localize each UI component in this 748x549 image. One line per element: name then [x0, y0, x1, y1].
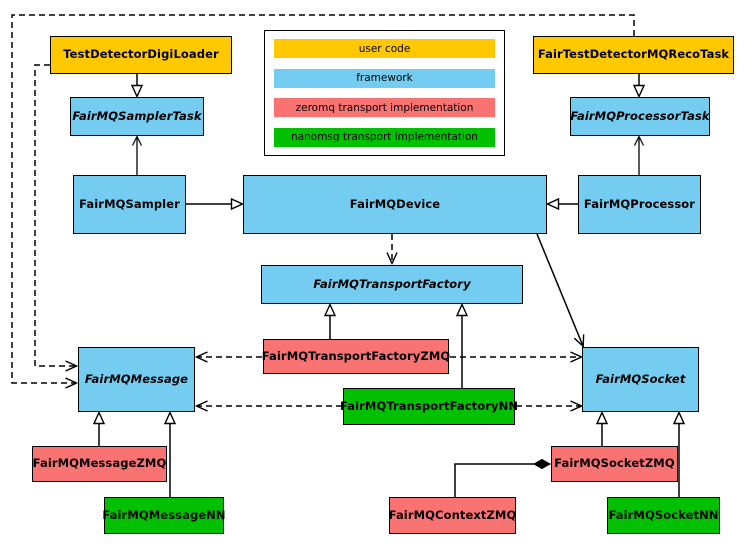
- class-label: TestDetectorDigiLoader: [63, 47, 219, 62]
- class-label: FairMQMessageNN: [102, 507, 226, 522]
- class-box-fairmqsocketzmq[interactable]: FairMQSocketZMQ: [551, 446, 678, 482]
- class-label: FairMQSampler: [79, 196, 180, 211]
- class-box-fairmqprocessor[interactable]: FairMQProcessor: [578, 175, 701, 234]
- legend-label: framework: [356, 72, 413, 85]
- class-box-fairmqmessagenn[interactable]: FairMQMessageNN: [102, 497, 226, 534]
- class-label: FairMQContextZMQ: [388, 507, 517, 522]
- edge-device-socket: [536, 233, 583, 346]
- class-label: FairMQSocket: [595, 371, 686, 386]
- legend-label: nanomsg transport implementation: [291, 131, 478, 144]
- class-box-fairtestdetectormqrecotask[interactable]: FairTestDetectorMQRecoTask: [533, 36, 734, 74]
- class-box-fairmqtransportfactory[interactable]: FairMQTransportFactory: [261, 265, 523, 304]
- class-label: FairMQProcessor: [583, 196, 696, 211]
- legend-item-framework: framework: [274, 68, 495, 88]
- class-box-fairmqtransportfactoryzmq[interactable]: FairMQTransportFactoryZMQ: [261, 339, 451, 374]
- class-label: FairMQSocketZMQ: [554, 456, 675, 471]
- class-label: FairTestDetectorMQRecoTask: [537, 47, 730, 62]
- legend-label: user code: [358, 42, 411, 55]
- class-label: FairMQTransportFactoryZMQ: [261, 348, 451, 363]
- class-label: FairMQProcessorTask: [570, 108, 710, 123]
- class-label: FairMQSamplerTask: [72, 108, 202, 123]
- class-box-fairmqsocket[interactable]: FairMQSocket: [582, 347, 699, 412]
- class-box-fairmqmessage[interactable]: FairMQMessage: [78, 347, 195, 412]
- class-label: FairMQTransportFactory: [313, 276, 471, 291]
- class-label: FairMQTransportFactoryNN: [339, 398, 519, 413]
- class-label: FairMQMessage: [84, 371, 189, 386]
- class-box-fairmqsamplertask[interactable]: FairMQSamplerTask: [70, 97, 204, 136]
- legend: user code framework zeromq transport imp…: [264, 30, 505, 156]
- legend-item-user-code: user code: [274, 39, 495, 58]
- class-box-fairmqprocessortask[interactable]: FairMQProcessorTask: [570, 97, 710, 136]
- class-label: FairMQDevice: [349, 196, 441, 211]
- class-box-testdetectordigiloader[interactable]: TestDetectorDigiLoader: [50, 36, 232, 74]
- class-box-fairmqsocketnn[interactable]: FairMQSocketNN: [607, 497, 720, 534]
- class-box-fairmqtransportfactorynn[interactable]: FairMQTransportFactoryNN: [339, 388, 519, 425]
- legend-item-nanomsg: nanomsg transport implementation: [274, 127, 495, 147]
- class-box-fairmqcontextzmq[interactable]: FairMQContextZMQ: [389, 497, 516, 534]
- edge-contextzmq-socketzmq: [454, 458, 552, 497]
- class-label: FairMQSocketNN: [608, 507, 719, 522]
- class-label: FairMQMessageZMQ: [32, 456, 167, 471]
- class-box-fairmqsampler[interactable]: FairMQSampler: [73, 175, 186, 234]
- class-box-fairmqmessagezmq[interactable]: FairMQMessageZMQ: [32, 446, 167, 482]
- legend-item-zeromq: zeromq transport implementation: [274, 98, 495, 118]
- legend-label: zeromq transport implementation: [295, 101, 474, 114]
- class-box-fairmqdevice[interactable]: FairMQDevice: [243, 175, 547, 234]
